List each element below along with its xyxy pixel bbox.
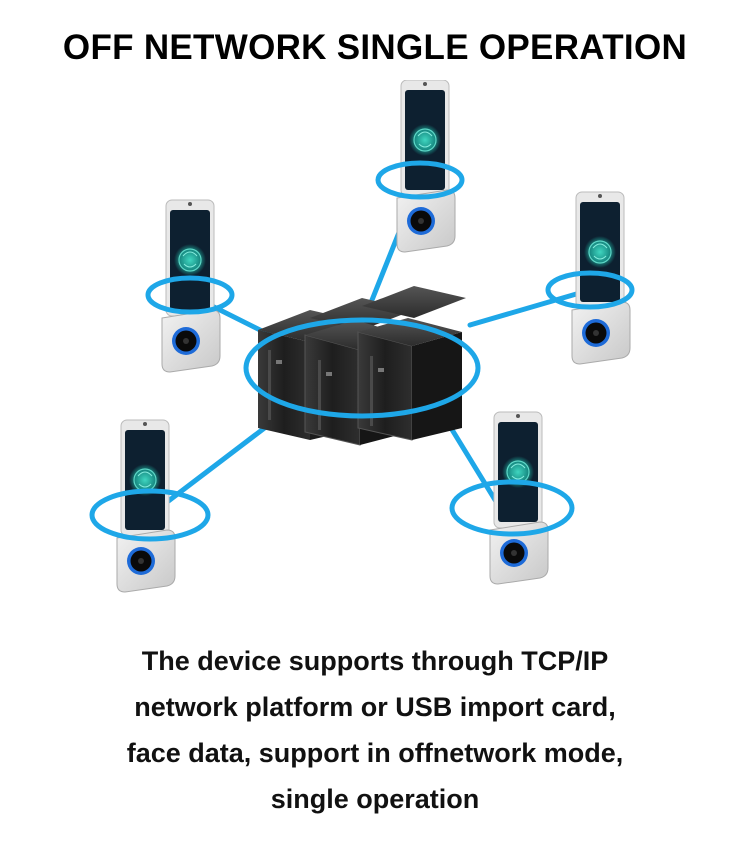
page-title: OFF NETWORK SINGLE OPERATION bbox=[62, 28, 688, 67]
caption-line-3: face data, support in offnetwork mode, bbox=[126, 738, 624, 768]
link-bottom-left bbox=[147, 417, 278, 518]
face-recognition-terminal-icon bbox=[489, 411, 549, 585]
caption-line-4: single operation bbox=[270, 784, 480, 814]
terminal-ring-left bbox=[145, 275, 235, 315]
server-rack-icon bbox=[258, 286, 466, 446]
caption-line-1: The device supports through TCP/IP bbox=[141, 646, 609, 676]
terminal-ring-top bbox=[375, 160, 465, 200]
face-recognition-terminal-icon bbox=[161, 199, 221, 373]
network-diagram bbox=[89, 80, 635, 593]
face-recognition-terminal-icon bbox=[116, 419, 176, 593]
description-caption: The device supports through TCP/IP netwo… bbox=[40, 638, 710, 822]
link-right bbox=[467, 287, 593, 328]
terminal-ring-bottom-right bbox=[449, 479, 575, 537]
terminal-ring-right bbox=[545, 270, 635, 310]
server-ring bbox=[243, 317, 481, 419]
caption-line-2: network platform or USB import card, bbox=[134, 692, 616, 722]
terminal-ring-bottom-left bbox=[89, 488, 211, 542]
